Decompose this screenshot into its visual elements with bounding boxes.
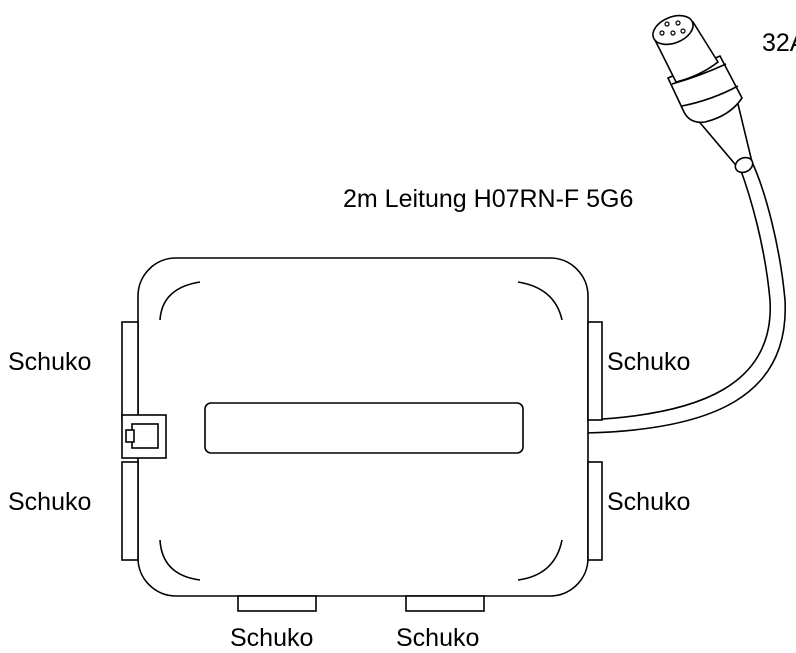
socket-label-left-top: Schuko (8, 348, 91, 376)
latch-icon (121, 414, 167, 459)
socket-label-right-bottom: Schuko (607, 488, 690, 516)
label-window (204, 402, 524, 454)
socket-bottom-right (405, 595, 485, 612)
socket-right-bottom (587, 461, 603, 561)
plug-rating-label: 32A (762, 29, 796, 57)
cable-label: 2m Leitung H07RN-F 5G6 (343, 185, 633, 213)
socket-label-right-top: Schuko (607, 348, 690, 376)
cable (584, 161, 786, 434)
cee-plug-32a (652, 14, 754, 174)
socket-left-top (121, 321, 139, 421)
socket-left-bottom (121, 461, 139, 561)
socket-bottom-left (237, 595, 317, 612)
socket-label-left-bottom: Schuko (8, 488, 91, 516)
socket-label-bottom-right: Schuko (396, 624, 479, 652)
socket-label-bottom-left: Schuko (230, 624, 313, 652)
socket-right-top (587, 321, 603, 421)
distribution-box (137, 257, 589, 597)
